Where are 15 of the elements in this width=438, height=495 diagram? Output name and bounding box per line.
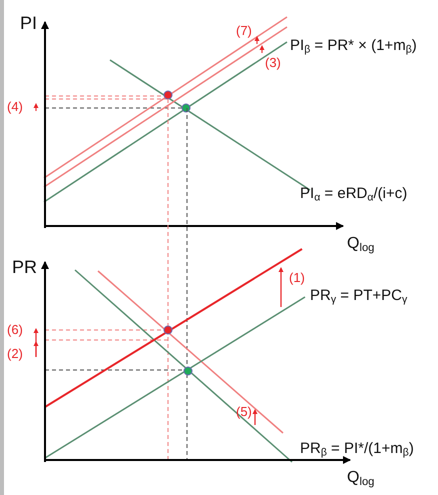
step-number: (6) [7, 323, 23, 336]
axis-label: PR [12, 258, 38, 276]
curve-label: PI$_{β}$ = PR* × (1+m$_{β}$) [290, 38, 417, 56]
step-number: (1) [289, 271, 305, 284]
axis-label: Q$_{log}$ [347, 236, 374, 254]
axis-label: PI [20, 14, 38, 32]
step-number: (3) [265, 56, 281, 69]
step-number: (7) [236, 24, 252, 37]
curve-label: PR$_{γ}$ = PT+PC$_{γ}$ [310, 288, 408, 306]
axis-label: Q$_{log}$ [347, 470, 374, 488]
curve-label: PI$_{α}$ = eRD$_{α}$/(i+c) [300, 186, 408, 204]
curve-label: PR$_{β}$ = PI*/(1+m$_{β}$) [300, 441, 414, 458]
step-number: (2) [7, 347, 23, 360]
step-number: (4) [7, 100, 23, 113]
step-number: (5) [236, 405, 252, 418]
